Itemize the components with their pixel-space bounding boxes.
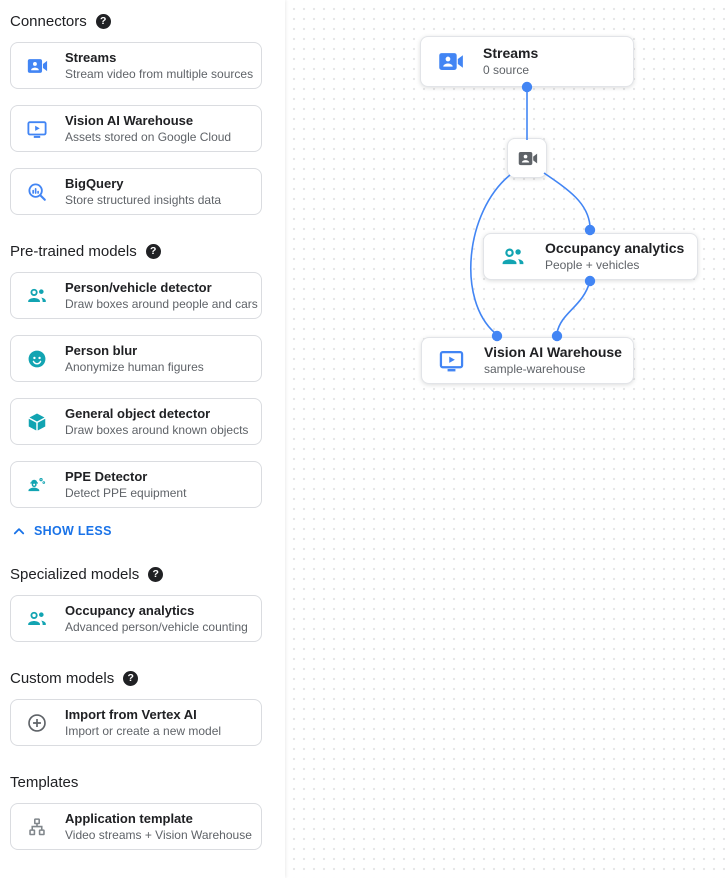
ppe-icon: [25, 473, 49, 497]
section-title: Custom models: [10, 670, 115, 687]
palette-item-subtitle: Detect PPE equipment: [65, 485, 187, 500]
plus-circle-icon: [25, 711, 49, 735]
node-vision-ai-warehouse[interactable]: Vision AI Warehouse sample-warehouse: [421, 337, 634, 384]
palette-item-title: Occupancy analytics: [65, 602, 195, 618]
palette-item-application-template[interactable]: Application template Video streams + Vis…: [10, 803, 262, 850]
palette-item-subtitle: Anonymize human figures: [65, 359, 204, 374]
node-streams[interactable]: Streams 0 source: [420, 36, 634, 87]
edge-mini-to-occupancy: [543, 172, 591, 227]
people-icon: [25, 607, 49, 631]
section-header-pretrained-models: Pre-trained models: [10, 243, 285, 260]
node-occupancy-analytics[interactable]: Occupancy analytics People + vehicles: [483, 233, 698, 280]
node-subtitle: People + vehicles: [545, 258, 640, 272]
video-camera-icon: [25, 54, 49, 78]
palette-item-title: Person blur: [65, 342, 138, 358]
palette-item-subtitle: Draw boxes around known objects: [65, 422, 249, 437]
palette-item-title: General object detector: [65, 405, 211, 421]
palette-item-person-vehicle-detector[interactable]: Person/vehicle detector Draw boxes aroun…: [10, 272, 262, 319]
palette-item-subtitle: Video streams + Vision Warehouse: [65, 827, 252, 842]
section-header-custom-models: Custom models: [10, 670, 285, 687]
node-title: Occupancy analytics: [545, 240, 685, 256]
node-title: Vision AI Warehouse: [484, 344, 622, 360]
section-header-templates: Templates: [10, 774, 285, 791]
palette-item-occupancy-analytics[interactable]: Occupancy analytics Advanced person/vehi…: [10, 595, 262, 642]
section-title: Templates: [10, 774, 79, 791]
section-header-specialized-models: Specialized models: [10, 566, 285, 583]
node-subtitle: 0 source: [483, 63, 530, 77]
edges-layer: [470, 81, 596, 342]
node-title: Streams: [483, 45, 539, 61]
palette-item-general-object-detector[interactable]: General object detector Draw boxes aroun…: [10, 398, 262, 445]
show-less-button[interactable]: SHOW LESS: [12, 524, 112, 538]
tree-icon: [25, 815, 49, 839]
section-title: Specialized models: [10, 566, 140, 583]
cube-icon: [25, 410, 49, 434]
face-icon: [25, 347, 49, 371]
smart-display-icon: [438, 347, 465, 374]
palette-item-subtitle: Assets stored on Google Cloud: [65, 129, 232, 144]
node-subtitle: sample-warehouse: [484, 362, 586, 376]
palette-item-bigquery[interactable]: BigQuery Store structured insights data: [10, 168, 262, 215]
smart-display-icon: [25, 117, 49, 141]
palette-item-subtitle: Advanced person/vehicle counting: [65, 619, 248, 634]
video-camera-icon: [437, 48, 464, 75]
people-icon: [500, 244, 526, 270]
palette-item-subtitle: Draw boxes around people and cars: [65, 296, 258, 311]
palette-item-subtitle: Store structured insights data: [65, 192, 222, 207]
help-icon[interactable]: [145, 244, 161, 259]
bigquery-icon: [25, 180, 49, 204]
palette-item-title: Vision AI Warehouse: [65, 112, 194, 128]
palette-item-subtitle: Import or create a new model: [65, 723, 222, 738]
palette-item-title: BigQuery: [65, 175, 124, 191]
pipeline-canvas[interactable]: Streams 0 source Occupancy analytics Peo…: [285, 0, 725, 878]
node-stream-source-mini[interactable]: [507, 138, 547, 178]
palette-item-title: Import from Vertex AI: [65, 706, 197, 722]
palette-item-subtitle: Stream video from multiple sources: [65, 66, 254, 81]
palette-item-ppe-detector[interactable]: PPE Detector Detect PPE equipment: [10, 461, 262, 508]
help-icon[interactable]: [123, 671, 139, 686]
help-icon[interactable]: [148, 567, 164, 582]
section-header-connectors: Connectors: [10, 13, 285, 30]
palette-item-title: Person/vehicle detector: [65, 279, 212, 295]
section-title: Pre-trained models: [10, 243, 137, 260]
show-less-label: SHOW LESS: [34, 524, 112, 538]
people-icon: [25, 284, 49, 308]
chevron-up-icon: [12, 525, 26, 537]
palette-item-person-blur[interactable]: Person blur Anonymize human figures: [10, 335, 262, 382]
help-icon[interactable]: [95, 14, 111, 29]
palette-item-title: Streams: [65, 49, 117, 65]
edge-occupancy-to-warehouse: [556, 280, 591, 334]
palette-item-import-from-vertex-ai[interactable]: Import from Vertex AI Import or create a…: [10, 699, 262, 746]
video-camera-icon: [517, 148, 538, 169]
palette-item-title: Application template: [65, 810, 193, 826]
palette-item-title: PPE Detector: [65, 468, 148, 484]
component-palette: Connectors Streams Stream video from mul…: [0, 0, 285, 878]
palette-item-streams[interactable]: Streams Stream video from multiple sourc…: [10, 42, 262, 89]
section-title: Connectors: [10, 13, 87, 30]
palette-item-vision-ai-warehouse[interactable]: Vision AI Warehouse Assets stored on Goo…: [10, 105, 262, 152]
